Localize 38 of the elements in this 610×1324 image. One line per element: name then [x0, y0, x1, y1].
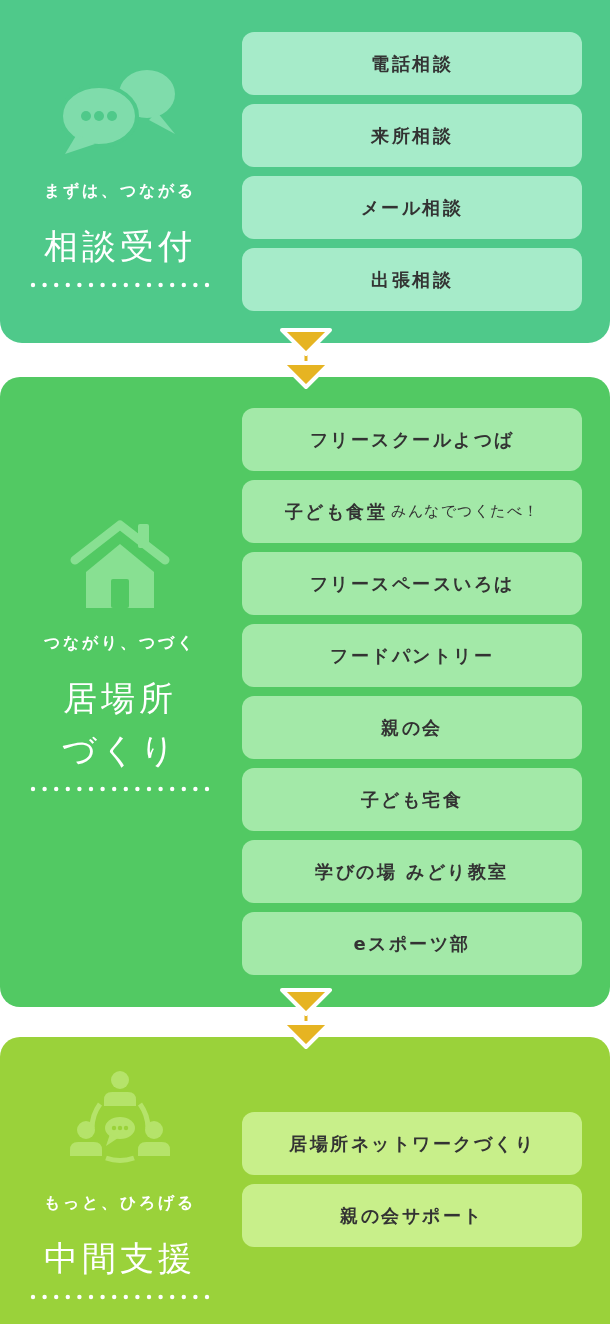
section-title: 居場所づくり: [60, 677, 180, 772]
section-subtitle: つながり、つづく: [44, 632, 196, 654]
section-title: 相談受付: [43, 225, 197, 268]
section-subtitle: もっと、ひろげる: [44, 1192, 196, 1214]
item-label: 子ども宅食: [360, 787, 464, 812]
item-label: フリースクールよつば: [309, 427, 515, 452]
item-label: 居場所ネットワークづくり: [289, 1131, 535, 1156]
program-item: [242, 1184, 582, 1247]
section-subtitle: まずは、つながる: [44, 180, 196, 202]
program-item: [242, 248, 582, 311]
section-title: 中間支援: [43, 1237, 197, 1280]
program-item: [242, 768, 582, 831]
section-panel: [0, 377, 610, 1007]
section-panel: [0, 0, 610, 343]
item-label: 電話相談: [371, 51, 453, 76]
program-item: [242, 408, 582, 471]
program-item: [242, 552, 582, 615]
program-item: [242, 840, 582, 903]
item-label: 子ども食堂: [284, 499, 387, 524]
item-label: eスポーツ部: [353, 931, 471, 956]
program-item: [242, 480, 582, 543]
item-label: フリースペースいろは: [309, 571, 515, 596]
item-sublabel: みんなでつくたべ！: [391, 502, 540, 521]
program-item: [242, 104, 582, 167]
item-label: 来所相談: [371, 123, 453, 148]
item-label: 出張相談: [371, 267, 453, 292]
item-label: 学びの場 みどり教室: [315, 859, 509, 884]
item-label: 親の会サポート: [340, 1203, 484, 1228]
section-panel: [0, 1037, 610, 1324]
item-label: フードパントリー: [330, 643, 494, 668]
program-item: [242, 696, 582, 759]
program-item: [242, 624, 582, 687]
program-item: [242, 1112, 582, 1175]
program-item: [242, 912, 582, 975]
program-item: [242, 176, 582, 239]
item-label: 親の会: [381, 715, 443, 740]
item-label: メール相談: [360, 195, 464, 220]
program-item: [242, 32, 582, 95]
